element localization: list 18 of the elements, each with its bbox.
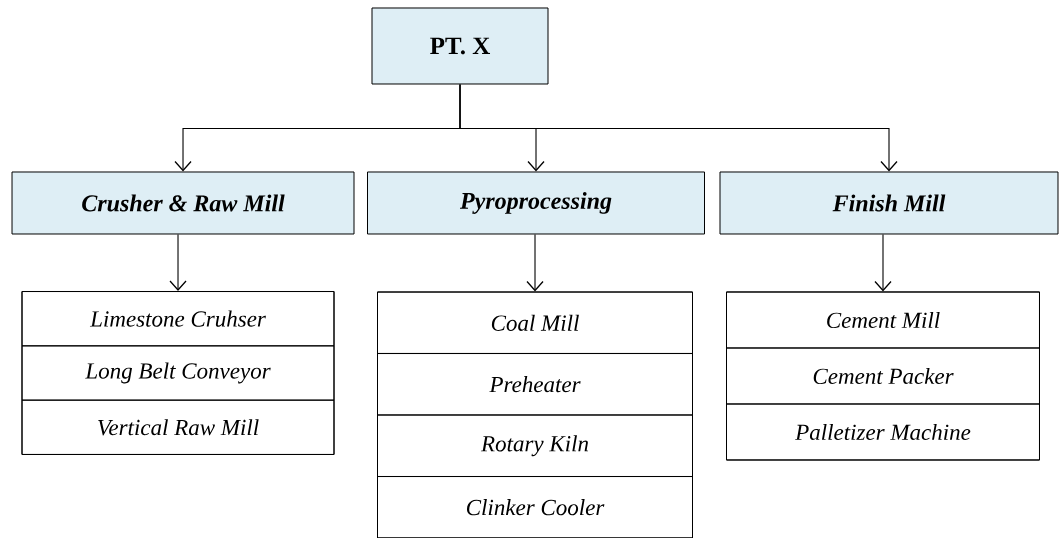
arrow	[459, 83, 898, 172]
list-item-cell: Coal Mill	[377, 291, 693, 355]
header-box: PT. X	[371, 7, 549, 85]
list-item-cell: Cement Packer	[726, 347, 1040, 405]
list-item-cell: Clinker Cooler	[377, 475, 693, 538]
list-item-cell: Long Belt Conveyor	[21, 345, 335, 401]
list-item-cell: Vertical Raw Mill	[21, 399, 335, 455]
list-item-cell: Palletizer Machine	[726, 403, 1040, 461]
list-item-cell: Limestone Cruhser	[21, 291, 335, 347]
department-box: Crusher & Raw Mill	[11, 171, 355, 235]
list-item-cell: Cement Mill	[726, 291, 1040, 349]
arrow	[874, 233, 892, 292]
list-item-cell: Rotary Kiln	[377, 414, 693, 478]
arrow	[526, 233, 544, 292]
department-box: Finish Mill	[719, 171, 1059, 235]
department-box: Pyroprocessing	[367, 171, 705, 235]
list-item-cell: Preheater	[377, 352, 693, 416]
arrow	[169, 233, 187, 291]
